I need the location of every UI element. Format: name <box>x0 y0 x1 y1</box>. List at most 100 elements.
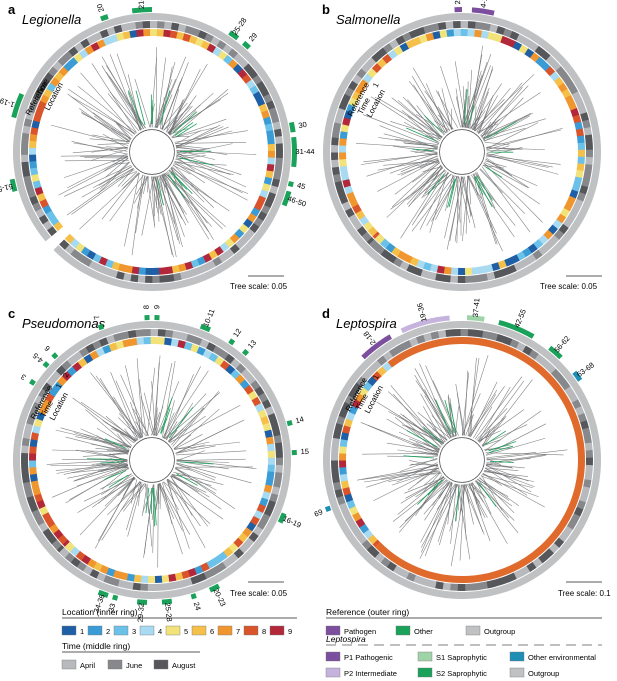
reference-ring-segment <box>566 67 578 79</box>
tree-branch <box>176 154 247 188</box>
tree-branch <box>167 478 191 496</box>
location-ring-segment <box>261 183 271 192</box>
location-ring-segment <box>446 337 455 345</box>
tree-branch <box>129 401 143 438</box>
time-ring-segment <box>272 121 281 131</box>
time-ring-segment <box>420 269 430 279</box>
location-ring-segment <box>571 183 581 193</box>
reference-ring-segment <box>53 553 65 564</box>
tree-branch <box>465 176 468 234</box>
location-ring-segment <box>340 431 350 441</box>
tree-branch <box>174 130 248 143</box>
legend-swatch <box>139 625 155 636</box>
tree-branch <box>484 162 538 187</box>
time-ring-segment <box>571 91 582 102</box>
reference-ring-segment <box>283 142 291 152</box>
location-ring-segment <box>255 97 266 107</box>
tree-branch <box>467 81 469 128</box>
tree-branch <box>163 173 190 204</box>
time-ring-segment <box>21 132 30 141</box>
time-ring-segment <box>117 579 127 589</box>
reference-ring-segment <box>77 263 89 274</box>
tree-branch <box>170 476 209 527</box>
time-ring-segment <box>580 420 590 430</box>
tree-branch <box>394 417 439 453</box>
time-ring-segment <box>331 452 339 461</box>
group-label: 24 <box>192 601 203 612</box>
time-ring-segment <box>452 329 461 337</box>
tree-branch <box>454 61 467 128</box>
location-ring-segment <box>29 453 37 461</box>
highlighted-branch <box>455 487 460 522</box>
group-marker <box>190 593 197 600</box>
tree-branch <box>478 477 519 506</box>
tree-branch <box>155 362 173 436</box>
location-ring-segment <box>184 261 194 271</box>
reference-ring-segment <box>324 120 334 130</box>
tree-branch <box>400 155 438 173</box>
tree-branch <box>424 482 453 557</box>
location-ring-segment <box>252 91 263 101</box>
tree-branch <box>163 173 213 227</box>
tree-branch <box>154 362 160 436</box>
tree-branch <box>419 484 459 559</box>
tree-branch <box>95 375 142 438</box>
reference-ring-segment <box>436 322 446 331</box>
reference-ring-segment <box>118 15 129 24</box>
tree-branch <box>482 415 507 447</box>
time-ring-segment <box>204 33 215 43</box>
reference-ring-segment <box>334 398 344 409</box>
group-label: 2-3 <box>453 0 462 5</box>
tree-branch <box>158 175 179 241</box>
reference-ring-segment <box>441 590 451 599</box>
tree-branch <box>102 420 136 442</box>
time-ring-segment <box>21 474 30 484</box>
tree-branch <box>71 169 135 215</box>
time-ring-segment <box>474 329 484 338</box>
location-ring-segment <box>439 29 448 38</box>
scale-label: Tree scale: 0.05 <box>230 282 288 291</box>
time-ring-segment <box>573 506 584 517</box>
reference-ring-segment <box>17 184 27 194</box>
tree-branch <box>455 175 461 223</box>
scale-label: Tree scale: 0.1 <box>558 589 611 598</box>
reference-ring-segment <box>25 86 36 98</box>
location-ring-segment <box>432 31 441 40</box>
reference-ring-segment <box>495 277 506 287</box>
time-ring-segment <box>106 26 116 36</box>
tree-branch <box>97 162 130 194</box>
highlighted-branch <box>172 111 198 134</box>
panel-b: b Salmonella 2-34-11 Tree scale: 0.05 Re… <box>322 0 602 291</box>
tree-branch <box>376 401 444 444</box>
location-ring-segment <box>266 471 275 480</box>
tree-branch <box>419 473 442 476</box>
tree-branch <box>408 169 446 206</box>
panel-letter: b <box>322 2 330 17</box>
reference-ring-segment <box>449 591 458 599</box>
tree-branch <box>165 374 194 441</box>
time-ring-segment <box>159 275 168 283</box>
tree-branch <box>363 153 438 163</box>
location-ring-segment <box>348 97 359 107</box>
location-ring-segment <box>573 176 583 186</box>
tree-branch <box>174 434 203 450</box>
location-ring-segment <box>31 173 40 183</box>
reference-number: 1 <box>371 373 381 381</box>
tree-branch <box>426 423 448 441</box>
tree-branch <box>459 484 465 561</box>
group-marker <box>131 7 152 14</box>
tree-core <box>439 129 485 175</box>
reference-ring-segment <box>27 390 38 402</box>
tree-branch <box>91 149 128 161</box>
tree-branch <box>147 367 156 436</box>
tree-branch <box>163 106 191 131</box>
highlighted-branch <box>489 460 514 463</box>
tree-branch <box>168 169 230 212</box>
time-ring-segment <box>341 93 351 104</box>
tree-branch <box>172 473 212 486</box>
tree-branch <box>486 122 539 150</box>
reference-ring-segment <box>591 433 600 443</box>
reference-ring-segment <box>280 119 289 129</box>
time-ring-segment <box>413 575 423 585</box>
